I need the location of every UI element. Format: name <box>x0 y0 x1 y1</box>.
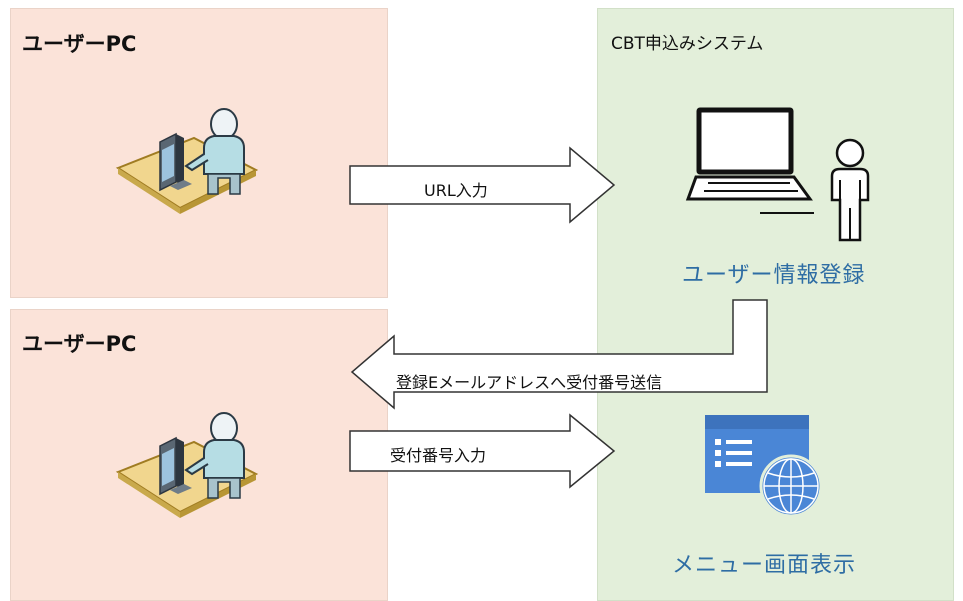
receipt-number-input-label: 受付番号入力 <box>390 446 487 465</box>
menu-screen-display-label: メニュー画面表示 <box>672 553 857 578</box>
send-receipt-number-label: 登録Eメールアドレスへ受付番号送信 <box>396 373 663 392</box>
user-pc-title-bottom: ユーザーPC <box>22 332 137 356</box>
cbt-system-title: CBT申込みシステム <box>611 34 764 54</box>
url-input-label: URL入力 <box>424 181 488 200</box>
user-info-registration-label: ユーザー情報登録 <box>682 263 866 288</box>
user-pc-title-top: ユーザーPC <box>22 32 137 56</box>
